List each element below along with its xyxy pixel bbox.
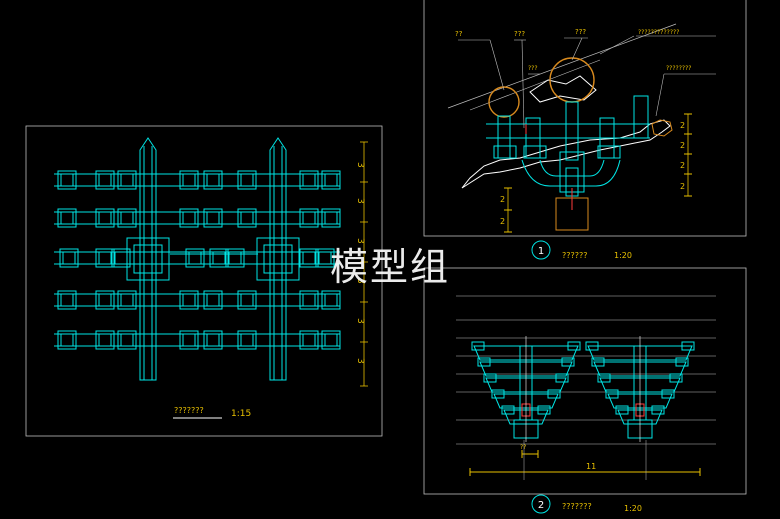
view2-number-circle [531, 494, 551, 514]
v1-label-a: ?? [455, 30, 463, 38]
v1-label-c: ??? [575, 28, 586, 36]
view1-number-circle [531, 240, 551, 260]
left-dim-4: 3 [355, 278, 365, 284]
view1-title: ?????? [562, 251, 587, 260]
view2-scale: 1:20 [624, 504, 642, 513]
left-dimension-chain: 3 3 3 3 3 3 [355, 141, 368, 387]
v1-rdim-3: 2 [680, 161, 685, 170]
v1-ldim-1: 2 [500, 195, 505, 204]
view1-sheet-frame [423, 0, 747, 237]
v1-ldim-2: 2 [500, 217, 505, 226]
bracket-plan-view [54, 137, 341, 381]
left-view-title: ??????? [174, 406, 204, 415]
view1-number: 1 [538, 246, 544, 257]
v1-label-b: ??? [514, 30, 525, 38]
left-sheet-frame [25, 125, 383, 437]
left-dim-2: 3 [355, 198, 365, 204]
left-dim-5: 3 [355, 318, 365, 324]
v2-dim-total: 11 [586, 462, 596, 471]
left-dim-6: 3 [355, 358, 365, 364]
left-dim-1: 3 [355, 162, 365, 168]
bracket-elevation-view [447, 23, 716, 233]
view1-scale: 1:20 [614, 251, 632, 260]
v1-small-label: ??? [528, 65, 538, 72]
v1-rdim-2: 2 [680, 141, 685, 150]
v1-side-label: ???????? [666, 65, 691, 72]
v1-rdim-4: 2 [680, 182, 685, 191]
v2-dim-small: ?? [520, 444, 526, 451]
bracket-side-view [456, 295, 716, 480]
view2-sheet-frame [423, 267, 747, 495]
v1-rdim-1: 2 [680, 121, 685, 130]
v1-label-d: ????????????? [638, 29, 679, 36]
left-view-scale: 1:15 [231, 409, 251, 419]
view2-number: 2 [538, 500, 544, 511]
left-dim-3: 3 [355, 238, 365, 244]
watermark-text: 模型组 [330, 245, 451, 289]
view2-title: ??????? [562, 502, 592, 511]
